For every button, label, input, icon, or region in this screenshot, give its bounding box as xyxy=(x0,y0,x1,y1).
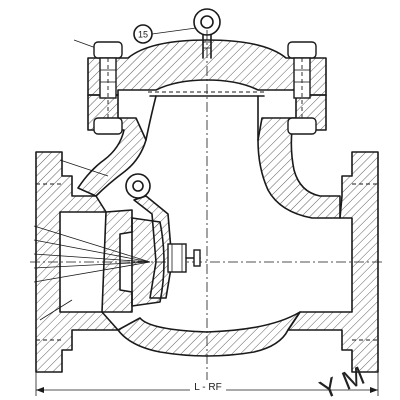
left-flange-section xyxy=(35,151,119,373)
bonnet-bolt-right xyxy=(287,41,317,135)
body-chamber-outline xyxy=(145,95,259,141)
dimension-label: L - RF xyxy=(194,382,221,393)
body-neck-right-section xyxy=(257,94,341,219)
disc-nut-assembly xyxy=(167,243,201,273)
right-flange-section xyxy=(287,151,379,373)
bonnet-bolt-left xyxy=(93,41,123,135)
seat-ring-section xyxy=(101,209,133,313)
leader-lines xyxy=(33,39,151,321)
body-bottom-wall-section xyxy=(117,311,301,357)
balloon-label: 15 xyxy=(138,30,148,40)
part-balloon-15: 15 xyxy=(133,24,197,44)
